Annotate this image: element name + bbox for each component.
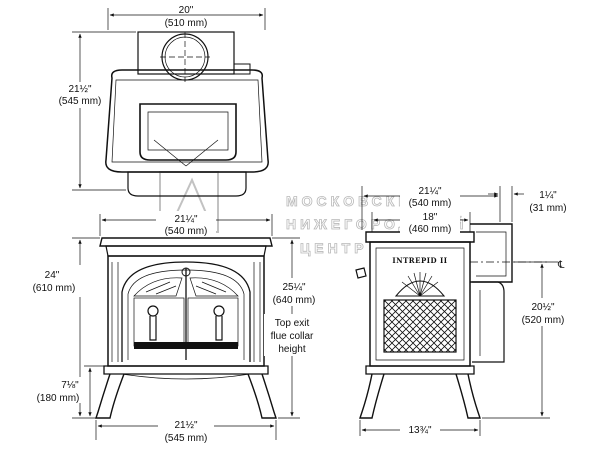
door-fan-right: [189, 277, 239, 297]
front-top-band: [105, 245, 267, 257]
rear-height-in: 20½": [531, 302, 554, 313]
side-leg-right: [455, 373, 481, 419]
door-arch-outer: [121, 261, 251, 362]
rear-tab: [233, 63, 251, 75]
leg-height-mm: (180 mm): [37, 393, 80, 404]
front-basewidth-label-bg: [158, 417, 214, 445]
side-handle: [355, 267, 367, 279]
rear-heat-shield: [472, 281, 505, 363]
side-leg-left: [359, 373, 385, 419]
side-outer-width-mm: (540 mm): [409, 198, 452, 209]
leg-height-label-bg: [30, 377, 86, 403]
top-view: 20" (510 mm) 21½" (545 mm): [50, 5, 269, 197]
side-lattice-panel: [383, 299, 457, 353]
front-view: 21¼" (540 mm) 24" (610 mm) 7⅛" (180 mm) …: [28, 211, 320, 445]
front-leg-left: [95, 373, 125, 419]
griddle-highlight-2: [185, 139, 219, 167]
flue-height-in: 25¼": [282, 281, 305, 293]
top-width-in: 20": [179, 5, 194, 16]
side-inner-width-in: 18": [423, 212, 438, 223]
sunburst-rays: [401, 272, 439, 297]
side-base-lip: [365, 365, 475, 375]
hearth-bar: [134, 342, 238, 349]
top-depth-mm: (545 mm): [59, 96, 102, 107]
side-inner-width-mm: (460 mm): [409, 224, 452, 235]
griddle-inner: [147, 111, 229, 151]
brand-nameplate: INTREPID II: [392, 256, 447, 265]
side-body-inner: [375, 247, 465, 361]
watermark-line-3: ЦЕНТР: [300, 240, 368, 256]
top-depth-label-bg: [50, 82, 106, 108]
front-top-plate: [99, 237, 273, 247]
griddle-panel: [139, 103, 237, 161]
front-height-in: 24": [45, 270, 60, 281]
door-pane-left: [133, 297, 185, 347]
offset-in: 1¼": [539, 189, 557, 201]
leg-apron: [121, 373, 251, 380]
top-depth-in: 21½": [68, 84, 91, 95]
door-pane-right: [187, 297, 239, 347]
leg-span-label-bg: [400, 422, 440, 436]
flue-height-mm: (640 mm): [273, 295, 316, 306]
front-height-label-bg: [28, 265, 86, 297]
door-fan-left: [133, 277, 183, 297]
flue-note-line-1: Top exit: [275, 318, 310, 329]
andiron-left: [147, 305, 159, 341]
front-height-mm: (610 mm): [33, 283, 76, 294]
side-outer-width-in: 21¼": [418, 185, 441, 197]
side-pilasters: [111, 262, 261, 362]
offset-mm: (31 mm): [529, 203, 566, 214]
stove-top-inner: [111, 79, 263, 163]
flue-note-line-2: flue collar: [271, 331, 314, 342]
rear-height-mm: (520 mm): [522, 315, 565, 326]
rear-height-label-bg: [512, 298, 574, 326]
side-inner-label-bg: [400, 210, 460, 235]
front-lip: [127, 171, 247, 197]
front-leg-right: [247, 373, 277, 419]
griddle-highlight-1: [153, 139, 187, 167]
centerline-symbol: ℄: [557, 260, 565, 271]
front-basewidth-mm: (545 mm): [165, 433, 208, 444]
leg-height-in: 7⅛": [61, 380, 79, 391]
rear-flue-box-inner: [476, 231, 507, 277]
leg-span-in: 13¾": [408, 425, 431, 436]
front-topwidth-mm: (540 mm): [165, 226, 208, 237]
front-topwidth-in: 21¼": [174, 213, 197, 225]
side-sunburst: [394, 280, 446, 297]
side-outer-label-bg: [400, 184, 460, 209]
andiron-right: [213, 305, 225, 341]
flue-collar-outline: [137, 31, 235, 75]
stove-top-outline: [105, 69, 269, 173]
side-view: ℄ INTREPID II 21¼" (540 mm): [355, 184, 574, 436]
flue-note-bg: [264, 314, 318, 356]
front-basewidth-in: 21½": [174, 420, 197, 431]
flue-note-line-3: height: [278, 344, 305, 355]
front-topwidth-label-bg: [156, 211, 216, 237]
ash-lip: [103, 365, 269, 375]
top-width-mm: (510 mm): [165, 18, 208, 29]
flue-height-label-bg: [266, 278, 320, 306]
